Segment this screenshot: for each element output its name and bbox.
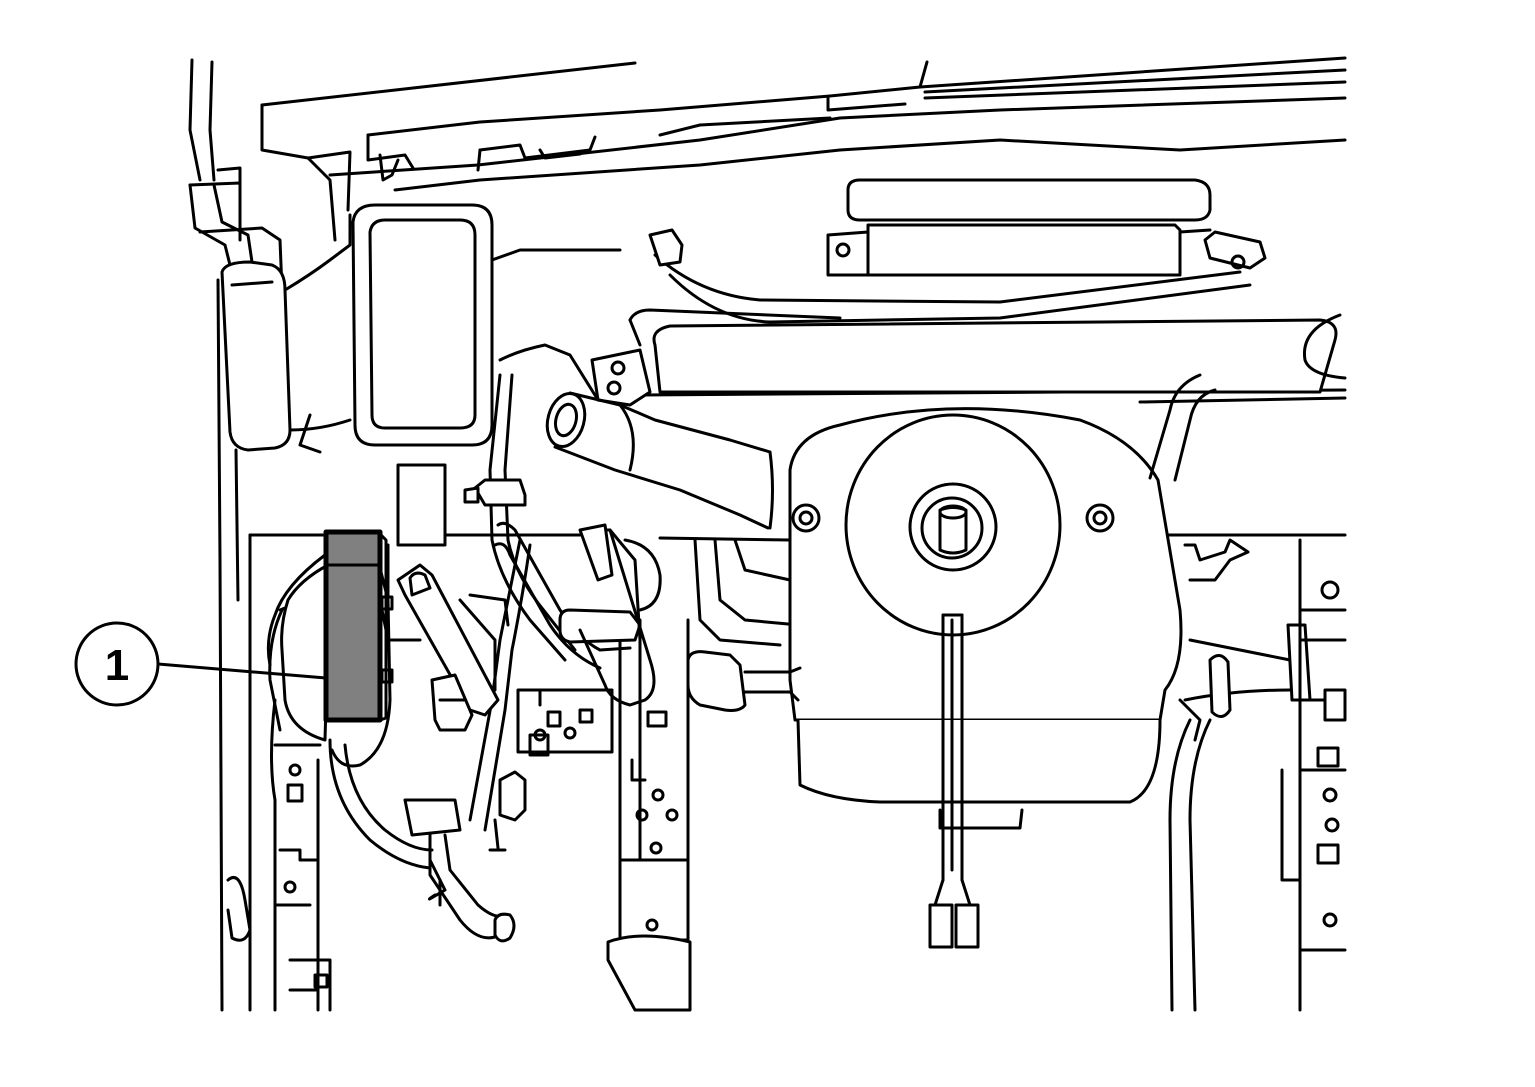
air-duct: [283, 203, 622, 454]
column-shroud: [628, 308, 1347, 394]
airbag-connector-lead: [928, 613, 980, 949]
right-lower-bracket: [1280, 580, 1347, 928]
callout-1-circle: [74, 621, 160, 707]
steering-column-tube: [545, 391, 774, 530]
right-strut: [1148, 373, 1250, 582]
lower-left-harness: [328, 738, 516, 943]
ignition-connector: [686, 650, 802, 712]
dashboard-top-panel: [260, 56, 1347, 242]
center-lever: [396, 563, 527, 852]
steering-wheel-hub: [788, 407, 1183, 830]
right-harness: [1168, 538, 1347, 1012]
callout-1-leader-line: [157, 662, 327, 680]
callout-1-number: 1: [105, 641, 129, 690]
steering-column-upper-cover: [826, 178, 1212, 277]
pedal-bracket: [606, 618, 692, 1012]
vertical-pipe-center: [693, 538, 792, 647]
callout-1: 1: [74, 621, 327, 707]
highlighted-module-body: [323, 529, 383, 723]
upper-harness: [648, 228, 1267, 324]
component-1-module: [266, 529, 394, 768]
wiring-harness-center: [463, 373, 662, 832]
mounting-bracket-mid: [498, 343, 652, 407]
lower-left-frame: [226, 698, 332, 1012]
relay-block: [516, 688, 614, 757]
